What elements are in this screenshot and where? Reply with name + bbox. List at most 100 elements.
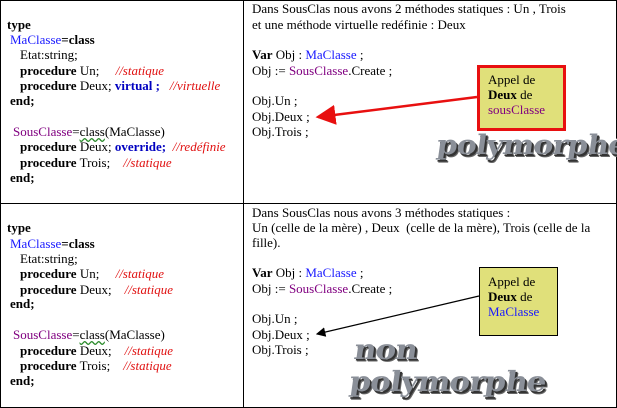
black-arrow (315, 295, 480, 337)
code-line: type (7, 17, 31, 32)
code-text: Deux; (76, 78, 112, 93)
modifier: override; (114, 139, 167, 154)
code-text: = (72, 327, 80, 342)
class-name: MaClasse (10, 32, 62, 47)
code-text: Obj : (272, 47, 306, 62)
code-text: .Create ; (348, 63, 393, 78)
code-text: Var (252, 265, 273, 280)
comment: //statique (123, 155, 172, 170)
code-text: Deux (488, 87, 517, 102)
text-line: fille). (252, 235, 281, 250)
code-text: ; (356, 265, 364, 280)
code-text: //statique (124, 282, 173, 297)
code-text: Un; (76, 63, 100, 78)
code-line: end; (10, 170, 35, 185)
code-text: .Create ; (348, 281, 393, 296)
code-line: procedure Trois; //statique (20, 358, 172, 373)
callout-box: Appel de Deux de sousClasse (477, 65, 566, 131)
code-text: Deux (488, 289, 517, 304)
row-divider (0, 203, 617, 204)
text-line: Dans SousClas nous avons 2 méthodes stat… (252, 1, 566, 16)
code-text: //statique (123, 358, 172, 373)
code-text: ; (356, 47, 364, 62)
code-text: Obj : (272, 265, 306, 280)
code-line: procedure Deux; //statique (20, 282, 173, 297)
code-text: (MaClasse) (104, 327, 165, 342)
code-text: class (79, 327, 105, 342)
code-text: procedure (20, 282, 77, 297)
code-text: SousClasse (288, 281, 349, 296)
code-text: MaClasse (305, 265, 357, 280)
code-text: //statique (124, 343, 173, 358)
modifier: virtual ; (114, 78, 160, 93)
code-line: SousClasse=class(MaClasse) (13, 124, 165, 139)
code-line: Etat:string; (20, 251, 78, 266)
code-text: Trois; (76, 155, 111, 170)
code-line: Obj.Trois ; (252, 342, 309, 357)
code-text: Trois; (76, 358, 111, 373)
code-text: Var (252, 47, 273, 62)
code-text: MaClasse (305, 47, 357, 62)
code-text: de (516, 289, 533, 304)
text-line: Un (celle de la mère) , Deux (celle de l… (252, 220, 591, 235)
comment: //redéfinie (172, 139, 226, 154)
code-text: Un; (76, 266, 100, 281)
code-line: Obj := SousClasse.Create ; (252, 63, 392, 78)
code-text: MaClasse (10, 236, 62, 251)
text-line: et une méthode virtuelle redéfinie : Deu… (252, 17, 466, 32)
code-line: Obj := SousClasse.Create ; (252, 281, 392, 296)
code-line: Etat:string; (20, 47, 78, 62)
red-arrow (315, 95, 478, 125)
code-line: Obj.Un ; (252, 93, 298, 108)
code-line: procedure Trois; //statique (20, 155, 172, 170)
comment: //statique (115, 63, 164, 78)
keyword: procedure (20, 78, 77, 93)
code-line: procedure Deux; virtual ; //virtuelle (20, 78, 220, 93)
callout-box: Appel de Deux de MaClasse (479, 267, 558, 336)
code-text: Obj := (252, 281, 289, 296)
code-text: SousClasse (288, 63, 349, 78)
code-line: Obj.Un ; (252, 311, 298, 326)
code-text: SousClasse (13, 327, 73, 342)
code-text: procedure (20, 343, 77, 358)
class-name: SousClasse (13, 124, 73, 139)
code-text: = (72, 124, 80, 139)
code-text: procedure (20, 358, 77, 373)
code-line: MaClasse=class (10, 236, 95, 251)
text-line: Dans SousClas nous avons 3 méthodes stat… (252, 205, 511, 220)
code-line: Obj.Deux ; (252, 109, 310, 124)
code-line: SousClasse=class(MaClasse) (13, 327, 165, 342)
code-line: Var Obj : MaClasse ; (252, 47, 364, 62)
code-line: Obj.Deux ; (252, 327, 310, 342)
code-text: Deux; (76, 343, 112, 358)
code-text: =class (61, 32, 95, 47)
code-text: procedure (20, 266, 77, 281)
comment: //virtuelle (169, 78, 221, 93)
code-line: procedure Deux; //statique (20, 343, 173, 358)
code-line: type (7, 220, 31, 235)
code-text: Deux; (76, 282, 112, 297)
column-divider (243, 0, 244, 408)
code-line: Var Obj : MaClasse ; (252, 265, 364, 280)
code-text: (MaClasse) (104, 124, 165, 139)
code-line: MaClasse=class (10, 32, 95, 47)
code-text: Obj := (252, 63, 289, 78)
code-line: Obj.Trois ; (252, 124, 309, 139)
code-line: end; (10, 296, 35, 311)
callout-text: Appel de (488, 274, 536, 289)
code-line: procedure Un; //statique (20, 63, 164, 78)
code-text: class (79, 124, 105, 139)
code-text: //statique (115, 266, 164, 281)
code-line: procedure Un; //statique (20, 266, 164, 281)
code-text: de (516, 87, 533, 102)
keyword: procedure (20, 63, 77, 78)
keyword: procedure (20, 139, 77, 154)
keyword: procedure (20, 155, 77, 170)
code-text: =class (61, 236, 95, 251)
code-line: end; (10, 373, 35, 388)
code-line: end; (10, 93, 35, 108)
code-line: procedure Deux; override; //redéfinie (20, 139, 226, 154)
code-text: Deux; (76, 139, 112, 154)
